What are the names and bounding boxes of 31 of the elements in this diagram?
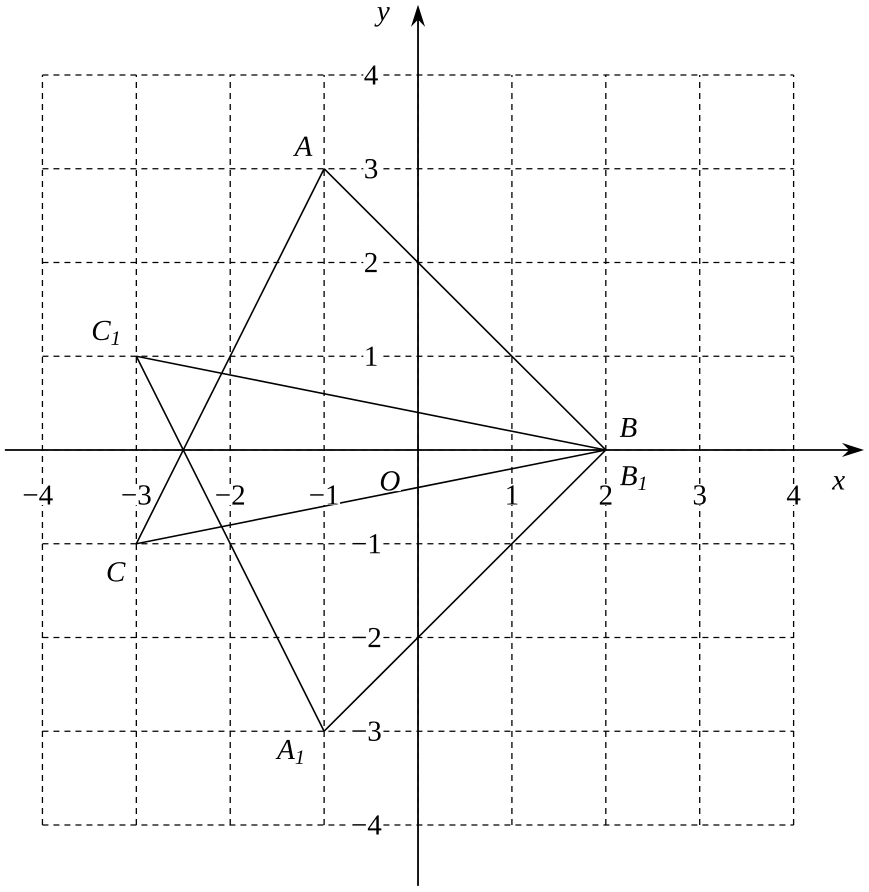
vertex-label: A$_{1}$ (276, 739, 306, 764)
triangle-side (324, 168, 606, 451)
tick-label: −3 (120, 484, 152, 506)
triangle-side (136, 355, 606, 451)
triangle-side (136, 449, 606, 545)
tick-label: −3 (350, 720, 382, 742)
vertex-label: A (293, 136, 313, 156)
tick-label: 2 (598, 484, 614, 506)
tick-label: 4 (786, 484, 802, 506)
triangle-side (136, 168, 325, 544)
tick-label: −4 (350, 814, 382, 835)
tick-label: 1 (363, 346, 379, 366)
vertex-label: B$_{1}$ (619, 466, 649, 491)
tick-label: 2 (363, 252, 379, 273)
triangle-side (136, 356, 325, 732)
tick-label: 1 (504, 484, 520, 506)
vertex-label: C (106, 562, 126, 582)
tick-label: −1 (350, 534, 382, 554)
triangle-side (324, 449, 606, 732)
axis-label: x (832, 476, 846, 490)
tick-label: 4 (363, 64, 379, 86)
tick-label: −1 (308, 484, 340, 506)
tick-label: −4 (22, 484, 54, 506)
axis-label: y (374, 6, 390, 28)
axis-label: O (378, 470, 401, 492)
vertex-label: B (619, 417, 638, 438)
vertex-label: C$_{1}$ (90, 320, 122, 346)
tick-label: 3 (692, 484, 708, 506)
tick-label: 3 (363, 158, 379, 179)
tick-label: −2 (350, 627, 382, 648)
tick-label: −2 (214, 484, 246, 506)
